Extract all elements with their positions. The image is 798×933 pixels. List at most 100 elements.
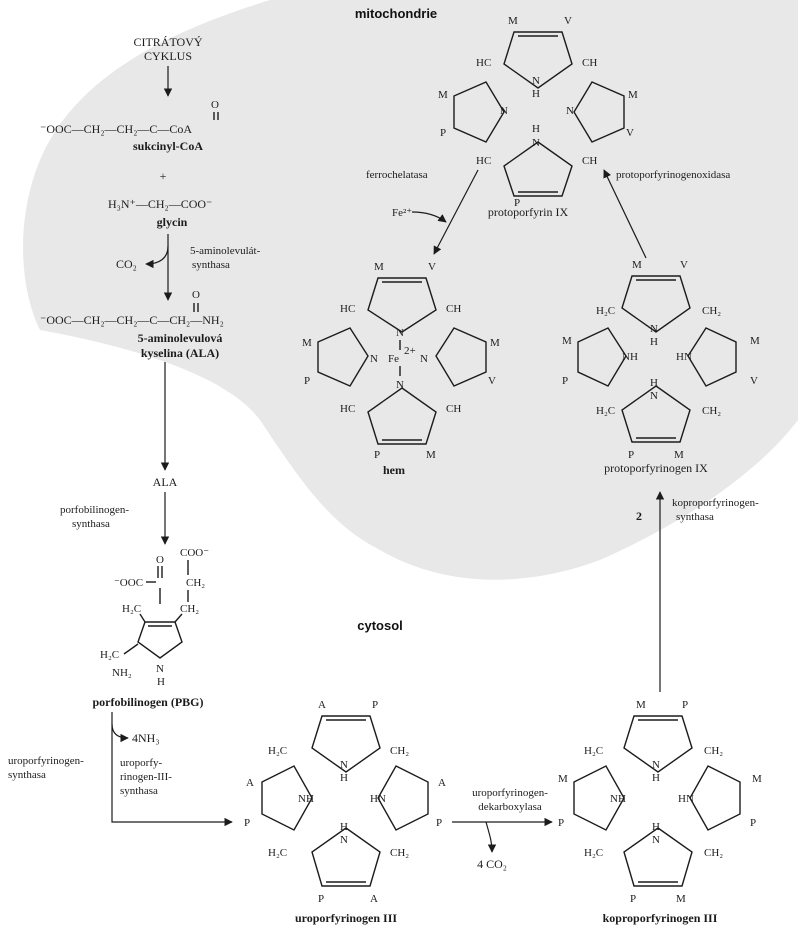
pbg-coo-right: COO⁻ — [180, 547, 209, 559]
proto-name: protoporfyrin IX — [488, 205, 569, 219]
pbg-ring-n: N — [156, 663, 164, 675]
proto-sub-p-left: P — [440, 127, 446, 139]
proto-sub-v-right: V — [626, 127, 634, 139]
mitochondria-region — [23, 0, 798, 580]
arrow-nh3-release — [111, 723, 129, 743]
porphobilinogen-structure: COO⁻ CH₂ CH₂ ⁻OOC O H₂C H₂C NH₂ N H — [100, 547, 209, 688]
uro-h2c-bottomleft: H₂C — [268, 847, 287, 859]
copro-ring-right-hn: HN — [678, 793, 694, 805]
protogen-ring-right-hn: HN — [676, 351, 692, 363]
protogen-sub-v-right: V — [750, 375, 758, 387]
pbg-name: porfobilinogen (PBG) — [92, 695, 203, 709]
ala-name-2: kyselina (ALA) — [141, 346, 219, 360]
copro-ring-top — [623, 715, 693, 773]
succinyl-name: sukcinyl-CoA — [133, 139, 203, 153]
heme-sub-m-bottom: M — [426, 449, 436, 461]
heme-sub-m-top: M — [374, 261, 384, 273]
copro-ch2-topright: CH₂ — [704, 745, 723, 757]
copro-oxidase-label: koproporfyrinogen- — [672, 497, 759, 509]
protogen-ring-top-n: N — [650, 323, 658, 335]
copro-h2c-bottomleft: H₂C — [584, 847, 603, 859]
heme-sub-p-bottom: P — [374, 449, 380, 461]
proto-ring-left — [453, 81, 505, 143]
copro-ring-top-n: N — [652, 759, 660, 771]
pbg-h2c-left: H₂C — [122, 603, 141, 615]
heme-ring-left-n: N — [370, 353, 378, 365]
pbg-ch2-right: CH₂ — [180, 603, 199, 615]
protogen-sub-m-left: M — [562, 335, 572, 347]
pbg-carboxyl-o: O — [156, 554, 164, 566]
protogen-sub-p-left: P — [562, 375, 568, 387]
copro-ring-top-h: H — [652, 772, 660, 784]
uro3-synthase-label-2: rinogen-III- — [120, 771, 172, 783]
uro-h2c-topleft: H₂C — [268, 745, 287, 757]
heme-ring-bottom — [367, 387, 437, 445]
nh3-label: 4NH₃ — [132, 731, 160, 745]
arrow-protogen-to-proto — [603, 169, 647, 259]
uro-sub-p-top: P — [372, 699, 378, 711]
ferrochelatase-label: ferrochelatasa — [366, 169, 428, 181]
proto-ring-right — [573, 81, 625, 143]
uro-ring-top — [311, 715, 381, 773]
copro-sub-p-bottom: P — [630, 893, 636, 905]
copro-sub-p-top: P — [682, 699, 688, 711]
copro-oxidase-num: 2 — [636, 509, 642, 523]
uro-ring-left-nh: NH — [298, 793, 314, 805]
uro3-synthase-label-3: synthasa — [120, 785, 158, 797]
uro-sub-a-left: A — [246, 777, 254, 789]
proto-ch-bottomright: CH — [582, 155, 597, 167]
heme-ring-top — [367, 277, 437, 333]
coproporphyrinogen-structure: M P N H H₂C CH₂ M NH P M HN P H N H₂C CH… — [558, 699, 762, 905]
uro-ring-left — [261, 765, 313, 831]
pbg-synthase-label-2: synthasa — [72, 518, 110, 530]
proto-ring-top — [503, 31, 573, 89]
protogen-ring-top-h: H — [650, 336, 658, 348]
co2-label: CO₂ — [116, 257, 137, 271]
pbg-bond-9 — [123, 643, 139, 655]
ala-short-label: ALA — [153, 475, 178, 489]
protogen-h2c-bottomleft: H₂C — [596, 405, 615, 417]
ala-oxo: O — [192, 289, 200, 301]
ala-synthase-label: 5-aminolevulát- — [190, 245, 261, 257]
copro-ring-bottom-n: N — [652, 834, 660, 846]
uro-ring-top-n: N — [340, 759, 348, 771]
pbg-bond-8 — [139, 613, 146, 623]
uro-sub-p-left: P — [244, 817, 250, 829]
copro-h2c-topleft: H₂C — [584, 745, 603, 757]
protogen-ch2-bottomright: CH₂ — [702, 405, 721, 417]
protogen-ring-left-nh: NH — [622, 351, 638, 363]
heme-fe: Fe — [388, 353, 399, 365]
uro-ring-bottom-h: H — [340, 821, 348, 833]
uro-synthase-label-2: synthasa — [8, 769, 46, 781]
heme-sub-v-top: V — [428, 261, 436, 273]
heme-fe-charge: 2+ — [404, 345, 416, 357]
uro-sub-p-bottom: P — [318, 893, 324, 905]
uro-ch2-topright: CH₂ — [390, 745, 409, 757]
heme-sub-p-left: P — [304, 375, 310, 387]
pbg-h2c-amino: H₂C — [100, 649, 119, 661]
copro-ring-right — [689, 765, 741, 831]
glycine-formula: H₃N⁺—CH₂—COO⁻ — [108, 197, 212, 211]
proto-ring-bottom — [503, 141, 573, 197]
heme-name: hem — [383, 463, 405, 477]
copro-oxidase-label-2: synthasa — [676, 511, 714, 523]
pbg-bond-7 — [174, 613, 183, 623]
uro-ring-bottom-n: N — [340, 834, 348, 846]
co2-4-label: 4 CO₂ — [477, 857, 507, 871]
protogen-sub-p-bottom: P — [628, 449, 634, 461]
protogen-ring-left — [577, 327, 627, 387]
uro-sub-a-top: A — [318, 699, 326, 711]
heme-ring-top-n: N — [396, 327, 404, 339]
protoporphyrinogen-structure: M V N H H₂C CH₂ M NH P M HN V H N H₂C CH… — [562, 259, 760, 461]
heme-ch-bottomright: CH — [446, 403, 461, 415]
proto-ch-topright: CH — [582, 57, 597, 69]
pbg-ch2-right-top: CH₂ — [186, 577, 205, 589]
copro-name: koproporfyrinogen III — [603, 911, 718, 925]
proto-sub-v-top: V — [564, 15, 572, 27]
copro-sub-m-left: M — [558, 773, 568, 785]
uro-sub-a-bottom: A — [370, 893, 378, 905]
fe-label: Fe²⁺ — [392, 207, 412, 219]
citric-cycle-label-2: CYKLUS — [144, 49, 192, 63]
heme-ring-right — [435, 327, 487, 387]
protogen-oxidase-label: protoporfyrinogenoxidasa — [616, 169, 730, 181]
